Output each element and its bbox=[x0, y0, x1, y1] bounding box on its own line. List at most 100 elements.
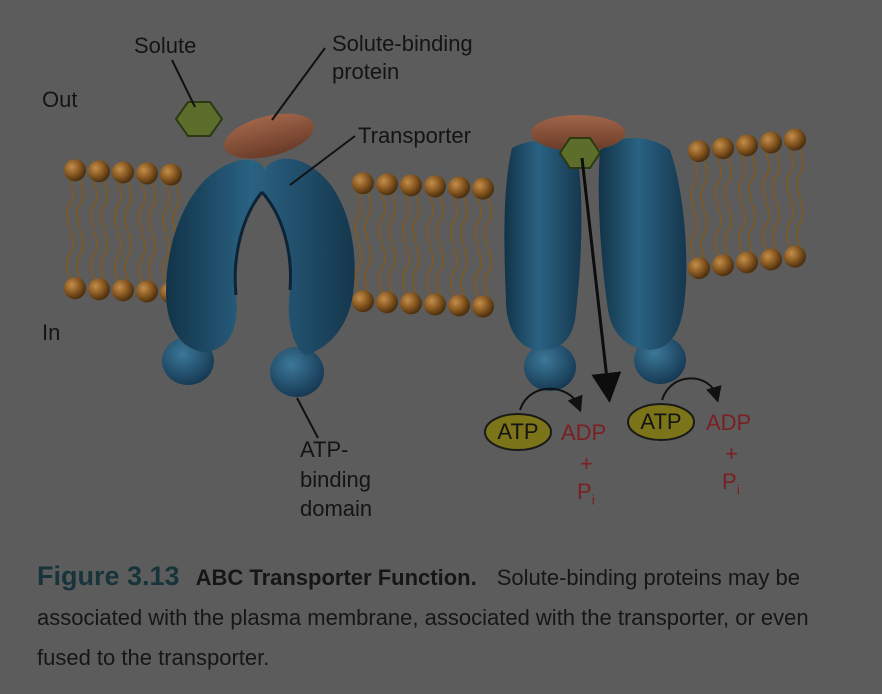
lipid-tail bbox=[484, 248, 492, 297]
nbd-left-2 bbox=[270, 347, 324, 397]
lipid-head bbox=[712, 254, 734, 277]
lipid-tail bbox=[354, 242, 362, 292]
lipid-head bbox=[376, 291, 398, 314]
lipid-tail bbox=[738, 204, 746, 253]
lipid-head bbox=[424, 175, 446, 198]
label-atp-binding-3: domain bbox=[300, 496, 373, 521]
lipid-tail bbox=[772, 152, 780, 201]
lipid-tail bbox=[162, 184, 170, 233]
plus-text-2: + bbox=[725, 441, 738, 466]
lipid-tail bbox=[700, 209, 708, 259]
lipid-tail bbox=[796, 198, 804, 247]
lipid-tail bbox=[786, 149, 794, 198]
lipid-head bbox=[736, 251, 758, 274]
lipid-tail bbox=[796, 149, 804, 198]
lipid-head bbox=[424, 293, 446, 316]
lipid-head bbox=[712, 137, 734, 160]
adp-text-1: ADP bbox=[561, 420, 607, 445]
lipid-head bbox=[784, 128, 806, 151]
figure-caption-text: Solute-binding proteins may be associate… bbox=[37, 565, 809, 670]
lipid-head bbox=[352, 290, 374, 313]
lipid-tail bbox=[364, 192, 372, 242]
lipid-tail bbox=[460, 247, 468, 296]
lipid-head bbox=[136, 280, 158, 303]
lipid-tail bbox=[148, 233, 156, 282]
pi-text-1: Pi bbox=[577, 479, 595, 508]
adp-text-2: ADP bbox=[706, 410, 752, 435]
lipid-tail bbox=[436, 246, 444, 295]
lipid-tail bbox=[762, 152, 770, 201]
lipid-tail bbox=[76, 229, 84, 279]
lipid-tail bbox=[378, 193, 386, 243]
lipid-tail bbox=[484, 198, 492, 247]
lipid-tail bbox=[724, 157, 732, 207]
lipid-tail bbox=[138, 233, 146, 282]
lipid-head bbox=[736, 134, 758, 157]
lipid-head bbox=[352, 172, 374, 195]
lipid-tail bbox=[748, 155, 756, 204]
atp-text-1: ATP bbox=[497, 419, 539, 444]
transporter-closed bbox=[504, 115, 687, 403]
lipid-head bbox=[400, 292, 422, 315]
label-solute-binding-protein-1: Solute-binding bbox=[332, 31, 473, 56]
label-in: In bbox=[42, 320, 61, 345]
lipid-tail bbox=[436, 196, 444, 245]
label-solute-binding-protein-2: protein bbox=[332, 59, 400, 84]
lipid-tail bbox=[714, 206, 722, 256]
lipid-head bbox=[760, 248, 782, 271]
lipid-tail bbox=[100, 180, 108, 230]
lipid-tail bbox=[66, 179, 74, 229]
lipid-tail bbox=[124, 232, 132, 281]
lipid-tail bbox=[124, 182, 132, 231]
lipid-head bbox=[64, 277, 86, 300]
plus-text-1: + bbox=[580, 451, 593, 476]
solute-binding-protein-free bbox=[224, 113, 314, 159]
solute-path-arrow bbox=[580, 157, 622, 403]
lipid-tail bbox=[66, 229, 74, 279]
lipid-tail bbox=[114, 182, 122, 231]
lipid-tail bbox=[690, 209, 698, 259]
lipid-head bbox=[688, 140, 710, 163]
label-atp-binding-2: binding bbox=[300, 467, 371, 492]
lipid-head bbox=[64, 159, 86, 182]
lipid-tail bbox=[786, 198, 794, 247]
figure-title: ABC Transporter Function. bbox=[195, 565, 477, 590]
lipid-tail bbox=[378, 243, 386, 293]
lipid-head bbox=[472, 295, 494, 318]
lipid-tail bbox=[388, 193, 396, 243]
label-solute: Solute bbox=[134, 33, 197, 58]
lipid-head bbox=[760, 131, 782, 154]
atp-oval-2 bbox=[627, 403, 695, 441]
lipid-bilayer bbox=[64, 128, 806, 318]
lipid-head bbox=[112, 279, 134, 302]
lipid-tail bbox=[402, 244, 410, 294]
lipid-head bbox=[472, 177, 494, 200]
lipid-tail bbox=[76, 179, 84, 229]
lipid-tail bbox=[690, 160, 698, 210]
transporter-right-half-1 bbox=[504, 140, 582, 350]
lipid-head bbox=[88, 160, 110, 183]
lipid-tail bbox=[90, 230, 98, 280]
label-transporter: Transporter bbox=[358, 123, 471, 148]
lipid-tail bbox=[426, 246, 434, 295]
lipid-tail bbox=[364, 242, 372, 292]
figure-number: Figure 3.13 bbox=[37, 561, 180, 591]
atp-oval-1 bbox=[484, 413, 552, 451]
transporter-right-half-2 bbox=[598, 138, 687, 350]
lipid-tail bbox=[172, 184, 180, 233]
lipid-head bbox=[448, 294, 470, 317]
lipid-tail bbox=[388, 243, 396, 293]
label-atp-binding-1: ATP- bbox=[300, 437, 349, 462]
solute-binding-protein-bound bbox=[531, 115, 625, 151]
transporter-open bbox=[162, 158, 355, 397]
lipid-head bbox=[376, 173, 398, 196]
lipid-head bbox=[400, 174, 422, 197]
lipid-tail bbox=[100, 230, 108, 280]
lipid-tail bbox=[762, 201, 770, 250]
lipid-tail bbox=[748, 204, 756, 253]
lipid-head bbox=[88, 278, 110, 301]
lipid-tail bbox=[162, 234, 170, 283]
lipid-tail bbox=[412, 244, 420, 294]
lipid-head bbox=[784, 245, 806, 268]
lipid-tail bbox=[474, 248, 482, 297]
